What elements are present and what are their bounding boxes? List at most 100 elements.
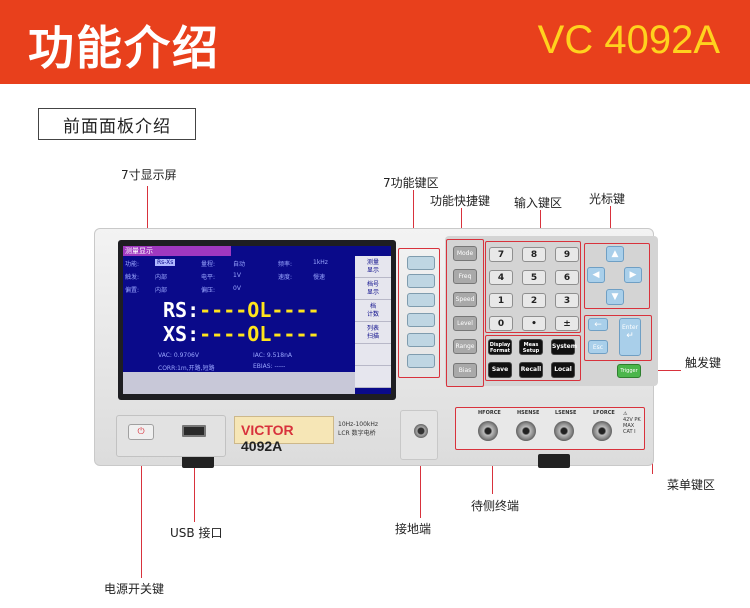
rs-readout: RS:----OL---- (163, 298, 320, 322)
trigger-button[interactable]: Trigger (617, 364, 641, 378)
key-4[interactable]: 4 (489, 270, 513, 285)
callout-ground: 接地端 (395, 522, 432, 536)
key-plus-minus[interactable]: ± (555, 316, 579, 331)
rs-value: ----OL---- (199, 298, 320, 322)
leader-func-keys (413, 190, 414, 248)
shortcut-keys-group (446, 239, 484, 387)
save-button[interactable]: Save (488, 362, 512, 378)
terminal-label: LFORCE (593, 410, 615, 416)
function-key-6[interactable] (407, 354, 435, 368)
function-key-1[interactable] (407, 256, 435, 270)
leader-display (147, 186, 148, 252)
device-foot-right (538, 454, 570, 468)
screen-field-value: 1V (233, 272, 241, 279)
screen-field-label: 电平: (201, 274, 216, 281)
menu-keys-group (485, 335, 581, 381)
spec-line1: 10Hz-100kHz (338, 421, 379, 428)
key-6[interactable]: 6 (555, 270, 579, 285)
local-button[interactable]: Local (551, 362, 575, 378)
level-button[interactable]: Level (453, 316, 477, 331)
softkey-label: 档 计数 (355, 300, 391, 322)
function-key-5[interactable] (407, 333, 435, 347)
iac-readout: IAC: 9.518nA (253, 352, 292, 359)
freq-button[interactable]: Freq (453, 269, 477, 284)
section-title: 前面面板介绍 (38, 108, 196, 140)
meas-setup-button[interactable]: Meas Setup (519, 339, 543, 355)
key-7[interactable]: 7 (489, 247, 513, 262)
backspace-button[interactable]: ← (588, 318, 608, 331)
arrow-right-button[interactable]: ▶ (624, 267, 642, 283)
key-5[interactable]: 5 (522, 270, 546, 285)
screen-field-label: 量程: (201, 261, 216, 268)
screen-field-label: 触发: (125, 274, 140, 281)
function-key-4[interactable] (407, 313, 435, 327)
enter-keys-group (584, 315, 652, 361)
screen-field-value: Rs-Xs (155, 259, 176, 266)
softkey-label (355, 366, 391, 388)
function-key-2[interactable] (407, 274, 435, 288)
leader-ground (420, 440, 421, 518)
leader-input (540, 210, 541, 241)
lsense-terminal[interactable] (554, 421, 574, 441)
ground-terminal[interactable] (414, 424, 428, 438)
lforce-terminal[interactable] (592, 421, 612, 441)
ebias-readout: EBIAS: ----- (253, 363, 286, 370)
leader-usb (194, 438, 195, 522)
leader-terminals (492, 450, 493, 494)
key-decimal[interactable]: • (522, 316, 546, 331)
hsense-terminal[interactable] (516, 421, 536, 441)
screen-field-label: 频率: (278, 261, 293, 268)
arrow-left-button[interactable]: ◀ (587, 267, 605, 283)
screen-field-label: 功能: (125, 261, 140, 268)
system-button[interactable]: System (551, 339, 577, 355)
lcd-screen: 测量显示 功能: Rs-Xs 量程: 自动 频率: 1kHz 触发: 内部 电平… (123, 246, 391, 394)
screen-field-value: 慢速 (313, 274, 326, 281)
terminal-label: HFORCE (478, 410, 501, 416)
arrow-up-button[interactable]: ▲ (606, 246, 624, 262)
display-format-button[interactable]: Display Format (488, 339, 512, 355)
arrow-down-button[interactable]: ▼ (606, 289, 624, 305)
callout-display: 7寸显示屏 (121, 168, 177, 182)
function-key-3[interactable] (407, 293, 435, 307)
enter-button[interactable]: Enter↵ (619, 318, 641, 356)
bias-button[interactable]: Bias (453, 363, 477, 378)
screen-field-label: 偏压: (201, 287, 216, 294)
callout-terminals: 待侧终端 (471, 499, 520, 513)
callout-usb: USB 接口 (170, 526, 223, 540)
key-3[interactable]: 3 (555, 293, 579, 308)
screen-field-value: 0V (233, 285, 241, 292)
esc-button[interactable]: Esc (588, 340, 608, 354)
xs-value: ----OL---- (199, 322, 320, 346)
function-keys-group (398, 248, 440, 378)
banner-model: VC 4092A (537, 18, 720, 62)
vac-readout: VAC: 0.9706V (158, 352, 199, 359)
power-button[interactable]: ⏻ (128, 424, 154, 440)
leader-shortcut (461, 208, 462, 239)
key-1[interactable]: 1 (489, 293, 513, 308)
key-2[interactable]: 2 (522, 293, 546, 308)
xs-label: XS: (163, 322, 200, 346)
spec-line2: LCR 数字电桥 (338, 430, 376, 437)
usb-port[interactable] (182, 425, 206, 437)
numpad-group (485, 241, 581, 333)
recall-button[interactable]: Recall (519, 362, 543, 378)
warning-label: ⚠ 42V PK MAX CAT I (623, 411, 641, 435)
key-8[interactable]: 8 (522, 247, 546, 262)
softkey-label: 档号 显示 (355, 278, 391, 300)
screen-field-label: 速度: (278, 274, 293, 281)
callout-menu-keys: 菜单键区 (667, 478, 716, 492)
terminal-label: LSENSE (555, 410, 577, 416)
brand-name: VICTOR (241, 422, 294, 438)
title-banner: 功能介绍 VC 4092A (0, 0, 750, 84)
screen-field-label: 偏置: (125, 287, 140, 294)
softkey-column: 测量 显示 档号 显示 档 计数 列表 扫描 (355, 256, 391, 388)
key-9[interactable]: 9 (555, 247, 579, 262)
speed-button[interactable]: Speed (453, 292, 477, 307)
hforce-terminal[interactable] (478, 421, 498, 441)
callout-trigger-key: 触发键 (685, 356, 722, 370)
key-0[interactable]: 0 (489, 316, 513, 331)
mode-button[interactable]: Mode (453, 246, 477, 261)
range-button[interactable]: Range (453, 339, 477, 354)
screen-field-value: 内部 (155, 287, 168, 294)
brand-logo: VICTOR 4092A (234, 416, 334, 454)
